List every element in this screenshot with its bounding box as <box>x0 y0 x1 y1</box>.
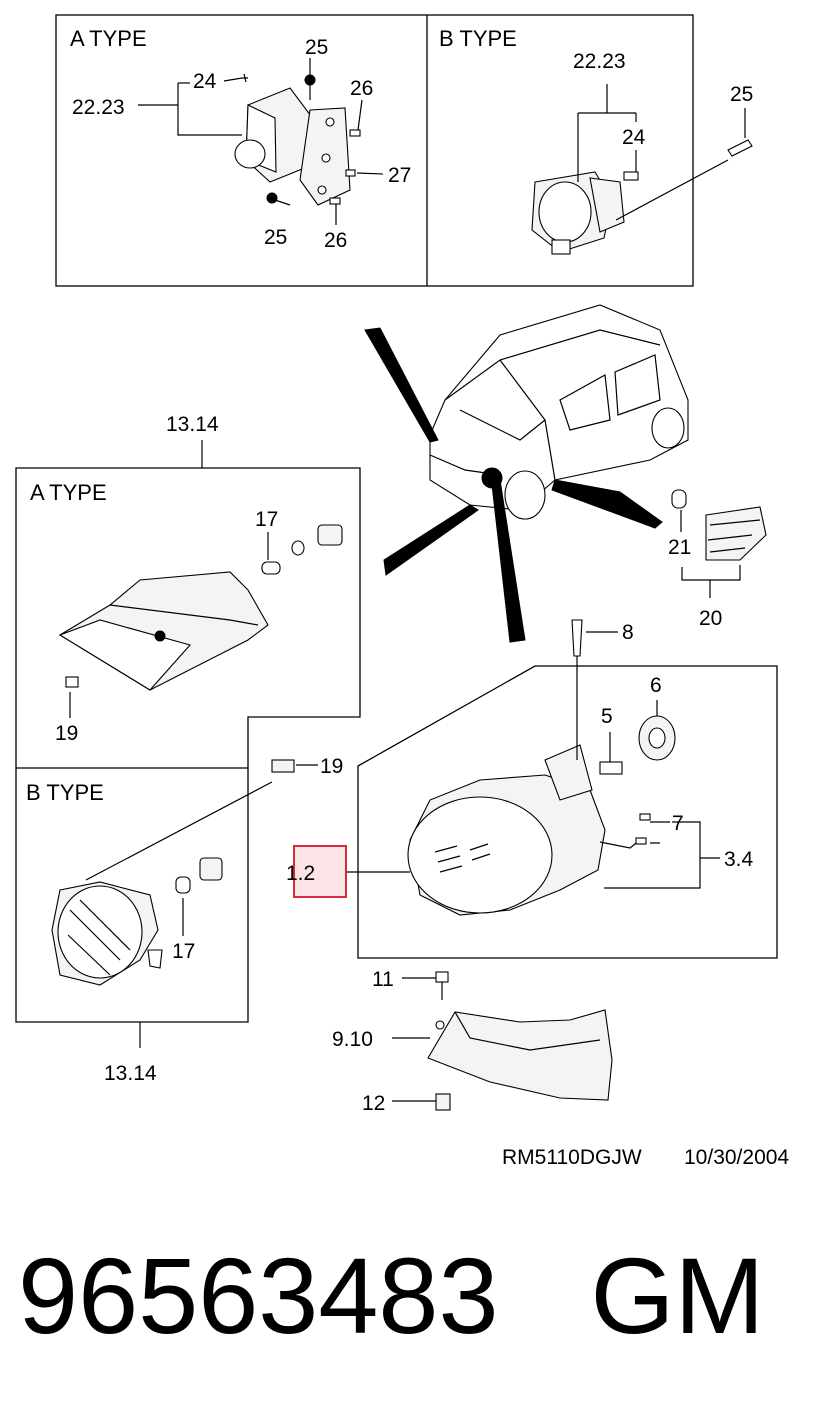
label-8: 8 <box>622 621 634 644</box>
label-7: 7 <box>672 812 684 835</box>
label-25-a-bot: 25 <box>264 226 287 249</box>
label-22-23-a: 22.23 <box>72 96 125 119</box>
drawing-code: RM5110DGJW <box>502 1146 642 1169</box>
label-13-14-top: 13.14 <box>166 413 219 436</box>
label-5: 5 <box>601 705 613 728</box>
headlamp-bezel <box>427 971 613 1111</box>
label-17-b: 17 <box>172 940 195 963</box>
label-11: 11 <box>372 968 394 991</box>
inset-left-a-type-title: A TYPE <box>30 480 107 505</box>
label-19-b: 19 <box>320 755 343 778</box>
label-20: 20 <box>699 607 722 630</box>
car-illustration <box>364 304 689 643</box>
drawing-date: 10/30/2004 <box>684 1146 789 1169</box>
label-1-2: 1.2 <box>286 862 315 885</box>
label-13-14-bot: 13.14 <box>104 1062 157 1085</box>
label-24-b: 24 <box>622 126 646 149</box>
label-17-a: 17 <box>255 508 278 531</box>
label-21: 21 <box>668 536 691 559</box>
headlamp-inset: 8 6 5 7 3.4 <box>345 619 778 959</box>
part-number-banner: 96563483 GM <box>18 1236 765 1356</box>
label-3-4: 3.4 <box>724 848 754 871</box>
turn-lamp-a-type <box>58 524 343 691</box>
fog-lamp-inset: A TYPE B TYPE 22.23 24 <box>55 14 753 287</box>
brand-name: GM <box>590 1235 765 1356</box>
label-19-a: 19 <box>55 722 78 745</box>
label-6: 6 <box>650 674 662 697</box>
label-9-10: 9.10 <box>332 1028 373 1051</box>
label-24-a: 24 <box>193 70 217 93</box>
label-12: 12 <box>362 1092 385 1115</box>
side-marker-lamp <box>671 489 767 561</box>
inset-left-b-type-title: B TYPE <box>26 780 104 805</box>
label-26-a-top: 26 <box>350 77 373 100</box>
fog-lamp-a-type <box>234 73 361 206</box>
inset-a-type-title: A TYPE <box>70 26 147 51</box>
turn-lamp-inset: 13.14 13.14 A TYPE B TYPE 17 19 <box>15 413 361 1085</box>
label-22-23-b: 22.23 <box>573 50 626 73</box>
part-number: 96563483 <box>18 1235 499 1356</box>
headlamp-assembly <box>407 715 676 916</box>
fog-lamp-b-type <box>531 139 753 255</box>
highlight-callout-1-2[interactable]: 1.2 <box>286 845 347 898</box>
label-25-a-top: 25 <box>305 36 328 59</box>
label-25-b: 25 <box>730 83 753 106</box>
label-26-a-bot: 26 <box>324 229 347 252</box>
turn-lamp-b-type <box>51 759 295 986</box>
inset-b-type-title: B TYPE <box>439 26 517 51</box>
label-27: 27 <box>388 164 411 187</box>
